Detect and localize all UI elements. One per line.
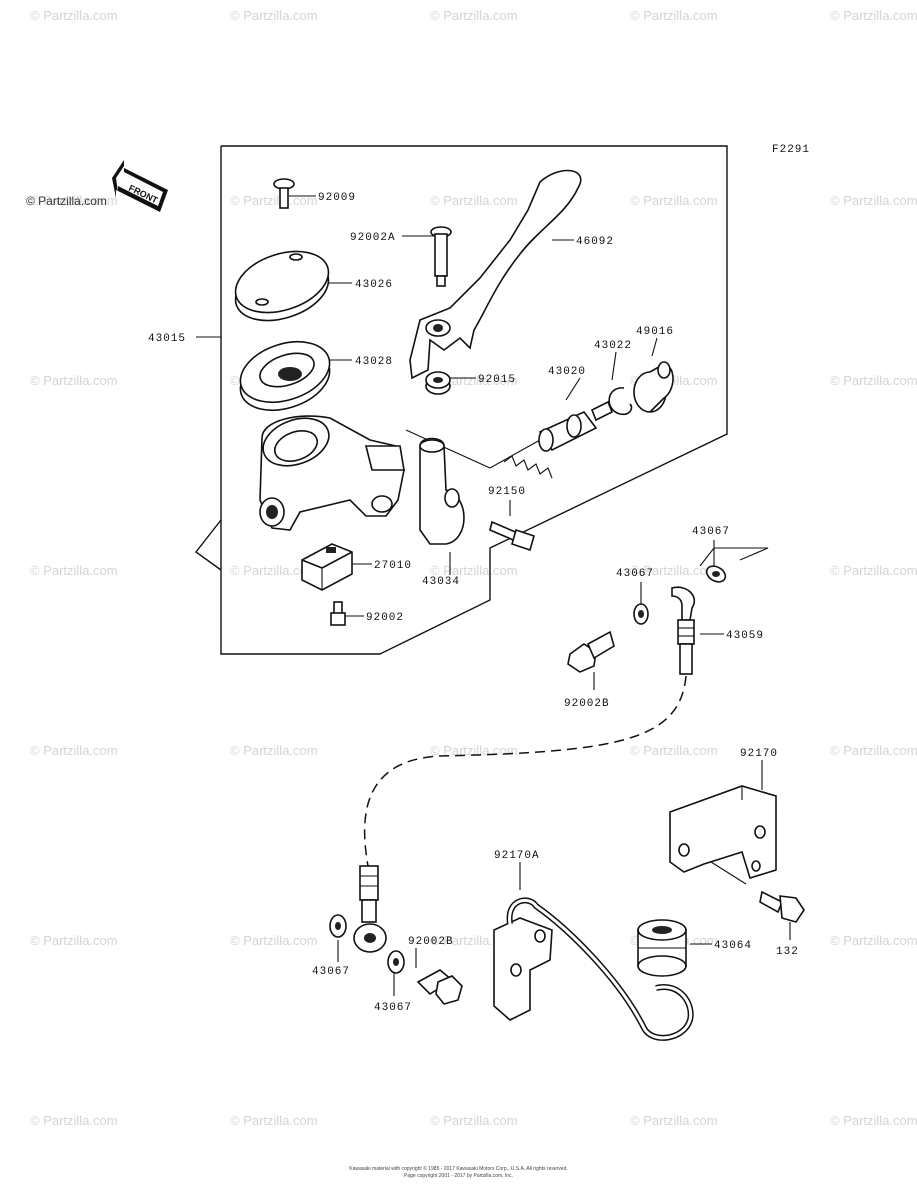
label-92170A: 92170A [494,850,540,862]
watermark-text: © Partzilla.com [830,8,917,23]
watermark-text: © Partzilla.com [230,743,318,758]
part-92002A-pivot-bolt [430,226,452,287]
label-43020: 43020 [548,366,586,378]
watermark-text: © Partzilla.com [230,933,318,948]
part-27010-switch [301,543,353,591]
label-43022: 43022 [594,340,632,352]
label-43034: 43034 [422,576,460,588]
watermark-text: © Partzilla.com [430,193,518,208]
part-92150-bolt [489,520,535,552]
label-43067-c: 43067 [312,966,350,978]
watermark-text: © Partzilla.com [230,193,318,208]
assembly-frame-notch [195,519,222,571]
watermark-text: © Partzilla.com [630,1113,718,1128]
part-labels: 92009 92002A 46092 43026 43015 43028 920… [148,192,799,1014]
label-92150: 92150 [488,486,526,498]
part-43026-cap [234,250,330,322]
part-43067-washer-upper-right [705,565,727,583]
part-43067-washer-lower-left [329,914,347,938]
part-master-cylinder-body [259,415,405,531]
part-43022-circlip [608,387,633,416]
part-43059-hose-fitting [671,586,696,675]
label-43059: 43059 [726,630,764,642]
part-132-bolt [759,890,805,923]
watermark-text: © Partzilla.com [230,563,318,578]
label-43067-b: 43067 [692,526,730,538]
label-46092: 46092 [576,236,614,248]
watermark-text: © Partzilla.com [30,563,118,578]
copyright-line-2: Page copyright 2001 - 2017 by Partzilla.… [404,1173,513,1179]
watermark-text: © Partzilla.com [430,1113,518,1128]
part-43028-diaphragm [239,341,331,411]
part-43020-piston [503,400,614,479]
watermark-text: © Partzilla.com [830,373,917,388]
label-43028: 43028 [355,356,393,368]
watermark-text: © Partzilla.com [630,193,718,208]
label-92170: 92170 [740,748,778,760]
watermark-text: © Partzilla.com [30,8,118,23]
part-43067-washer-upper-left [633,603,649,625]
front-badge: FRONT [112,160,168,212]
part-92009-screw [273,178,295,209]
label-92002B-b: 92002B [408,936,454,948]
label-43067-d: 43067 [374,1002,412,1014]
label-92015: 92015 [478,374,516,386]
part-43067-washer-lower-right [387,950,405,974]
part-92015-nut [425,371,451,395]
label-132: 132 [776,946,799,958]
watermark-text: © Partzilla.com [630,563,718,578]
copyright-line-1: Kawasaki material with copyright © 1985 … [349,1166,568,1172]
watermark-text: © Partzilla.com [830,743,917,758]
part-92002B-bolt-upper [567,630,615,673]
label-92002A: 92002A [350,232,396,244]
watermark-text: © Partzilla.com [430,373,518,388]
label-43015: 43015 [148,333,186,345]
part-92170-bracket [669,785,777,879]
label-43026: 43026 [355,279,393,291]
watermark-text: © Partzilla.com [30,193,118,208]
brake-hose [363,675,687,867]
watermark-text: © Partzilla.com [30,743,118,758]
label-27010: 27010 [374,560,412,572]
watermark-text: © Partzilla.com [430,563,518,578]
part-43064-grommet [637,919,687,977]
watermark-text: © Partzilla.com [430,8,518,23]
watermark-text: © Partzilla.com [230,8,318,23]
part-hose-banjo-fitting [353,865,387,953]
watermark-text: © Partzilla.com [230,1113,318,1128]
watermark-text: © Partzilla.com [830,1113,917,1128]
part-92170A-bracket [493,897,694,1041]
label-49016: 49016 [636,326,674,338]
watermark-text: © Partzilla.com [830,933,917,948]
watermark-text-dark: © Partzilla.com [26,194,107,208]
label-43067-a: 43067 [616,568,654,580]
part-92002-screw [330,601,346,626]
part-43034-clamp [419,437,465,545]
watermark-text: © Partzilla.com [830,563,917,578]
watermark-text: © Partzilla.com [30,933,118,948]
diagram-code: F2291 [772,144,810,156]
part-46092-lever [409,169,582,380]
label-43064: 43064 [714,940,752,952]
part-49016-boot [633,361,674,413]
label-92002: 92002 [366,612,404,624]
assembly-frame [220,145,728,655]
label-92009: 92009 [318,192,356,204]
part-92002B-bolt-lower [416,969,463,1005]
watermark-layer: © Partzilla.com © Partzilla.com © Partzill… [30,8,917,1128]
watermark-text: © Partzilla.com [30,373,118,388]
watermark-text: © Partzilla.com [30,1113,118,1128]
watermark-text: © Partzilla.com [830,193,917,208]
watermark-text: © Partzilla.com [630,743,718,758]
watermark-text: © Partzilla.com [630,8,718,23]
label-92002B-a: 92002B [564,698,610,710]
